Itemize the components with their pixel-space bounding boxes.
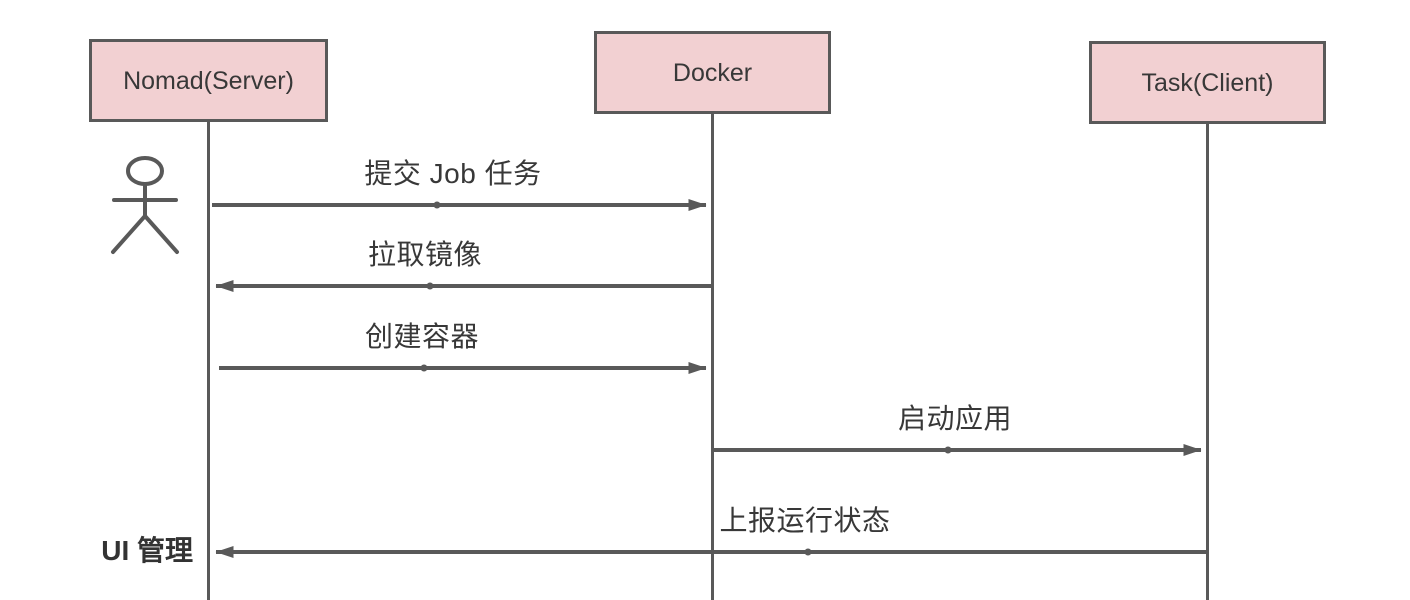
participant-box [1089,41,1326,124]
midpoint-dot [420,364,428,372]
message-label: 上报运行状态 [719,505,890,536]
ui-management-label: UI 管理 [101,534,193,566]
participant-box [594,31,831,114]
midpoint-dot [433,201,441,209]
participant-docker: Docker [594,31,831,114]
midpoint-dot [804,548,812,556]
message-label: 拉取镜像 [368,239,482,270]
participant-label: Nomad(Server) [123,67,294,95]
participant-nomad-server: Nomad(Server) [89,39,328,122]
message-report-status: 上报运行状态 [215,505,1207,558]
participant-task-client: Task(Client) [1089,41,1326,124]
midpoint-dot [426,282,434,290]
message-label: 创建容器 [365,321,479,352]
message-pull-image: 拉取镜像 [215,239,712,292]
message-submit-job: 提交 Job 任务 [212,158,707,211]
user-actor-icon [111,156,179,254]
participant-label: Docker [673,59,752,87]
participant-label: Task(Client) [1142,69,1274,97]
message-label: 提交 Job 任务 [364,158,541,189]
message-create-container: 创建容器 [219,321,707,374]
message-start-app: 启动应用 [712,403,1202,456]
message-label: 启动应用 [898,403,1012,434]
midpoint-dot [944,446,952,454]
participant-box [89,39,328,122]
